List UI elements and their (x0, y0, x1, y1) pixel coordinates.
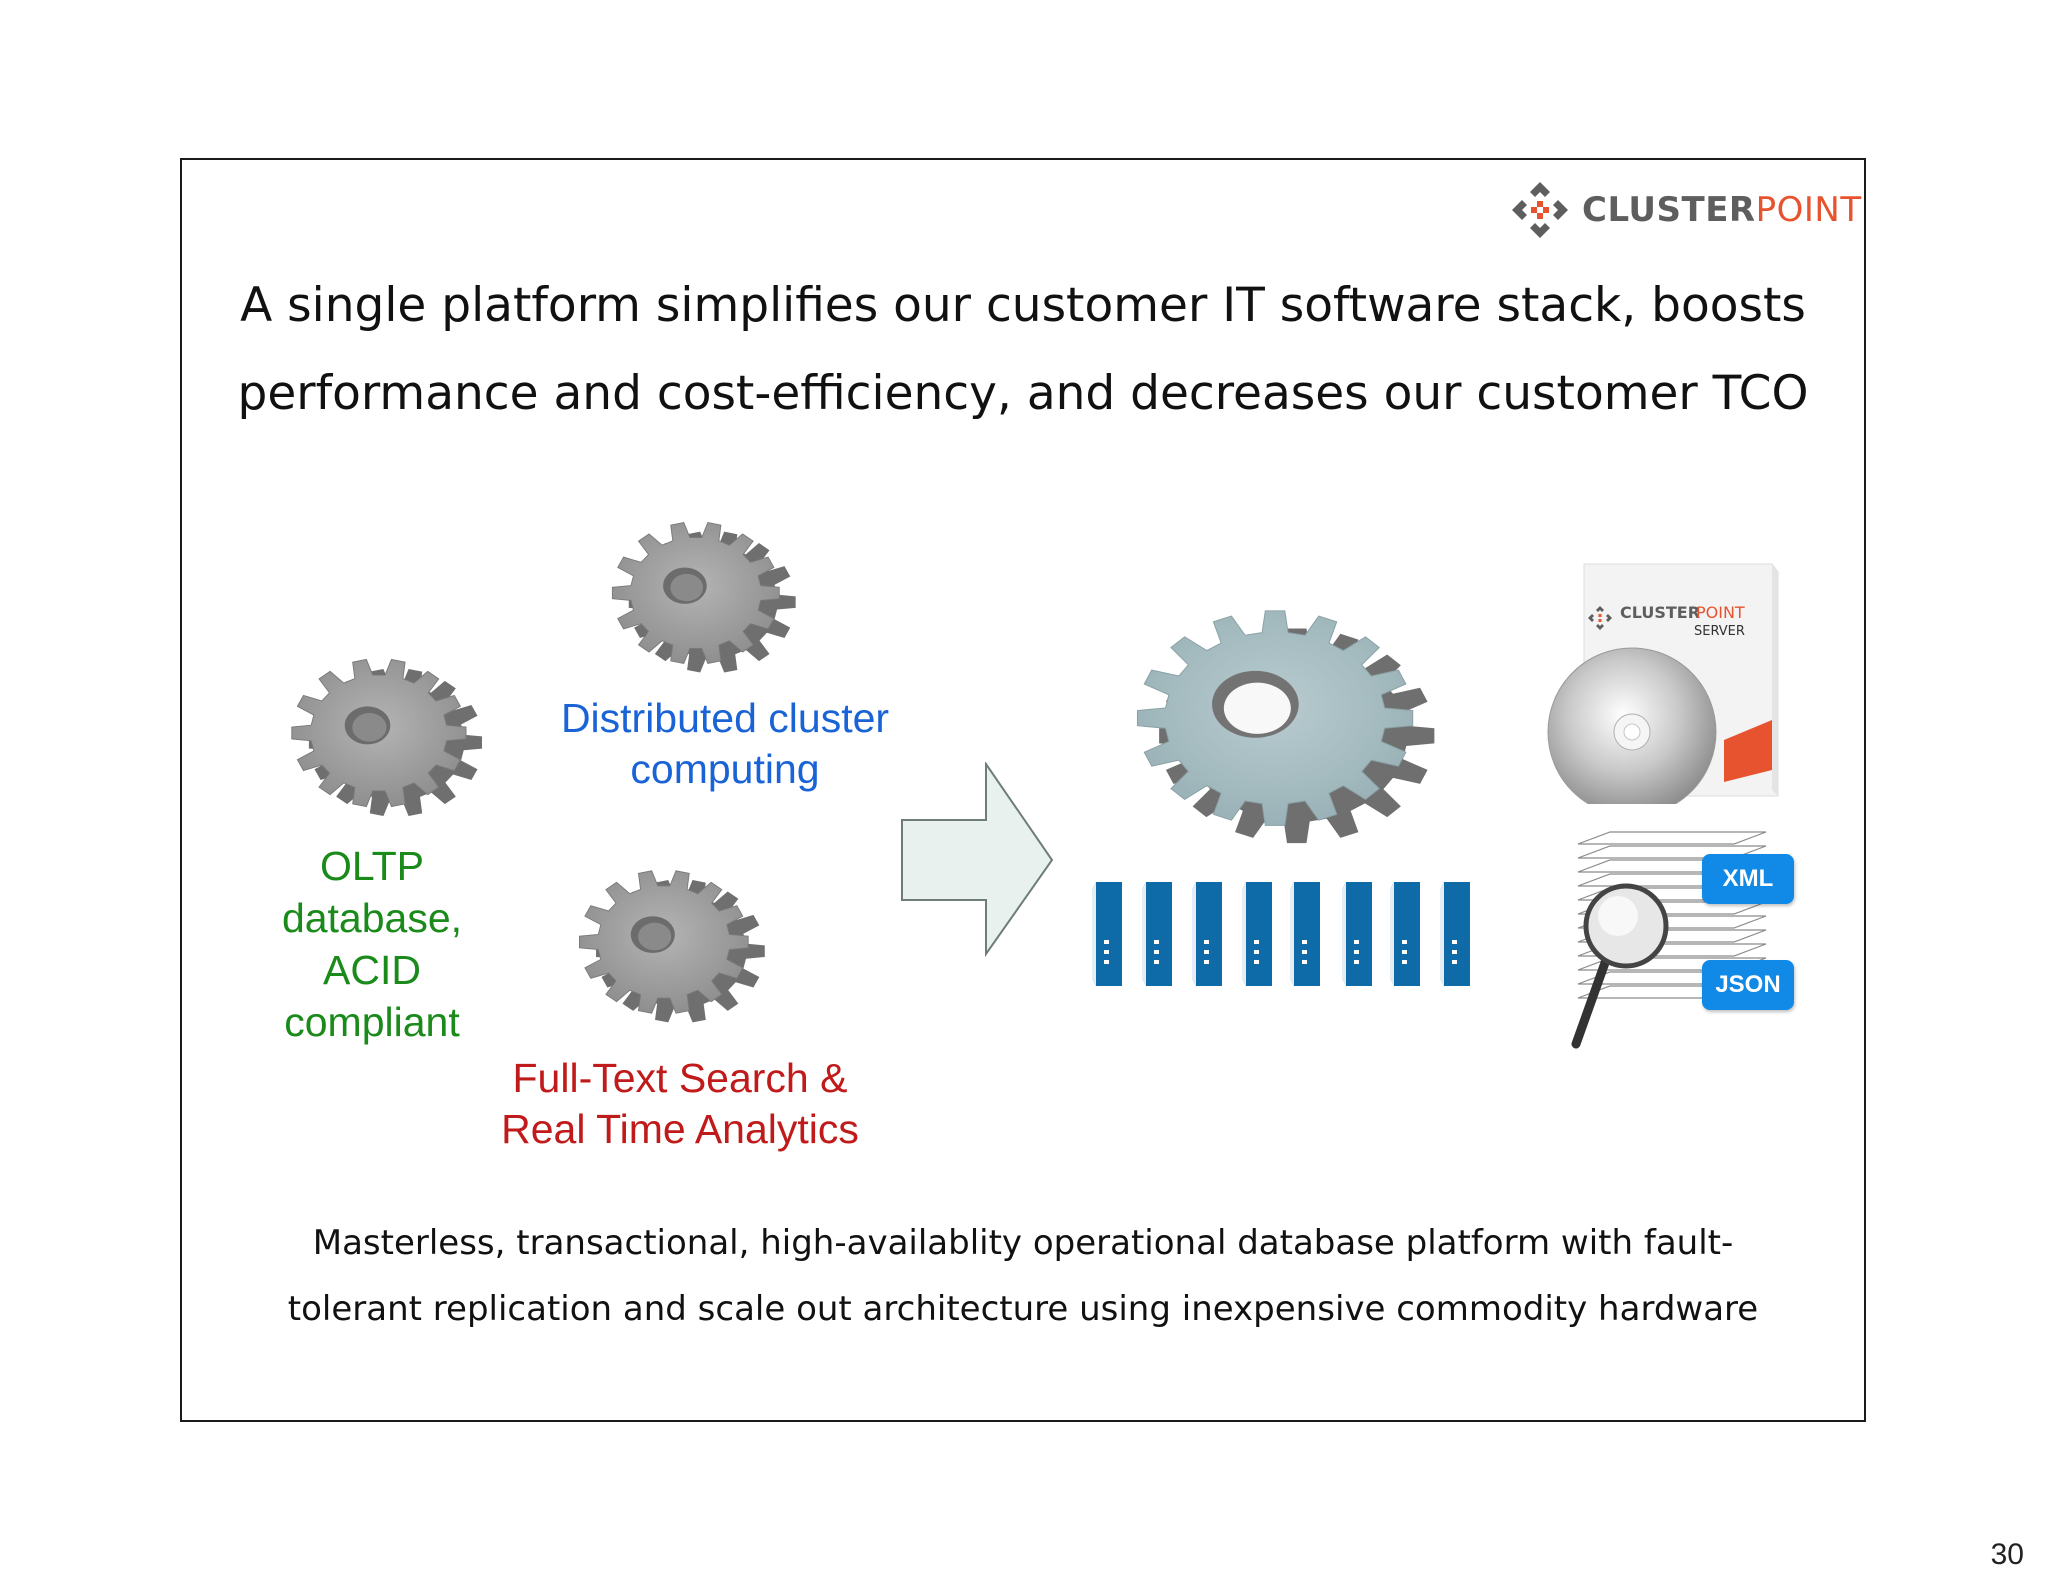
label-oltp: OLTP database, ACID compliant (250, 840, 494, 1048)
logo-text-cluster: CLUSTER (1582, 190, 1756, 230)
label-oltp-line: compliant (284, 999, 460, 1045)
json-badge: JSON (1702, 960, 1794, 1010)
box-subtitle: SERVER (1694, 624, 1745, 639)
slide-footer-text: Masterless, transactional, high-availabl… (240, 1210, 1806, 1342)
label-distributed: Distributed cluster computing (540, 693, 910, 795)
server-icon (1092, 882, 1122, 986)
clusterpoint-logo: CLUSTERPOINT (1510, 178, 1862, 242)
gear-icon-large (1136, 610, 1435, 844)
box-brand-cluster: CLUSTER (1620, 603, 1700, 622)
box-brand-point: POINT (1696, 603, 1745, 622)
arrow-right-icon (901, 762, 1054, 958)
label-oltp-line: database, (281, 895, 463, 941)
label-fulltext-line: Real Time Analytics (501, 1106, 859, 1152)
logo-text-point: POINT (1755, 190, 1862, 230)
xml-badge: XML (1702, 854, 1794, 904)
logo-icon (1588, 606, 1612, 630)
server-rack (1092, 882, 1470, 986)
slide-title: A single platform simplifies our custome… (230, 262, 1816, 438)
gear-icon (579, 870, 765, 1023)
logo-wordmark: CLUSTERPOINT (1582, 190, 1862, 230)
title-line-1: A single platform simplifies our custome… (240, 278, 1806, 333)
label-oltp-line: ACID (323, 947, 421, 993)
logo-icon (1512, 182, 1568, 238)
label-distributed-line: Distributed cluster (560, 695, 890, 741)
page-number: 30 (1990, 1538, 2024, 1571)
product-box: CLUSTER POINT SERVER (1547, 563, 1779, 804)
label-fulltext-line: Full-Text Search & (512, 1055, 848, 1101)
label-distributed-line: computing (630, 746, 820, 792)
gear-icon (611, 522, 796, 673)
gear-icon (291, 658, 482, 817)
cd-icon (1547, 647, 1717, 804)
footer-line-1: Masterless, transactional, high-availabl… (312, 1223, 1734, 1263)
label-fulltext: Full-Text Search & Real Time Analytics (470, 1053, 890, 1155)
label-oltp-line: OLTP (319, 843, 425, 889)
title-line-2: performance and cost-efficiency, and dec… (237, 366, 1809, 421)
magnifier-icon (1571, 883, 1669, 1049)
footer-line-2: tolerant replication and scale out archi… (287, 1289, 1759, 1329)
